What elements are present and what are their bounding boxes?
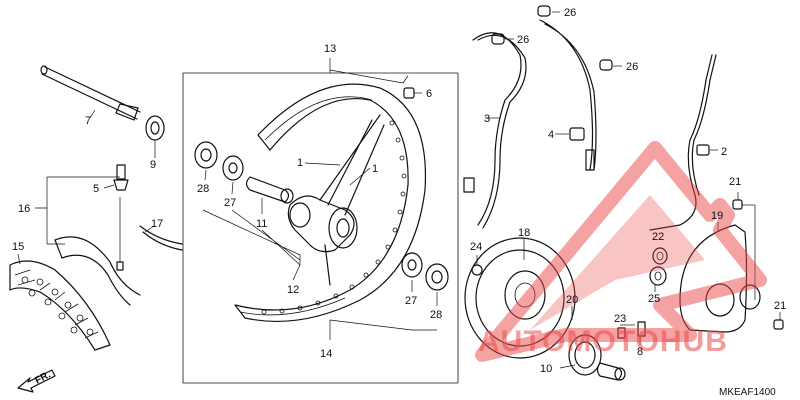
disc-bolt-part — [471, 255, 483, 276]
callout-9: 9 — [150, 159, 156, 171]
brake-line-right-part — [649, 54, 718, 231]
clip-26-a — [537, 5, 560, 17]
callout-26-b: 26 — [517, 34, 529, 46]
callout-27-right: 27 — [405, 295, 417, 307]
callout-25: 25 — [648, 293, 660, 305]
front-direction-arrow — [17, 369, 56, 393]
callout-4: 4 — [548, 129, 554, 141]
spokes-part — [304, 114, 385, 286]
callout-15: 15 — [12, 241, 24, 253]
diagram-code: MKEAF1400 — [719, 387, 776, 398]
valve-cap-part — [103, 164, 129, 191]
callout-10: 10 — [540, 363, 552, 375]
callout-3: 3 — [484, 113, 490, 125]
callout-21-bottom: 21 — [774, 300, 786, 312]
callout-17: 17 — [151, 218, 163, 230]
callout-21-top: 21 — [729, 176, 741, 188]
callout-labels: 13 6 7 9 1 1 28 27 11 16 5 17 15 12 14 2… — [12, 7, 786, 375]
callout-22: 22 — [652, 231, 664, 243]
distance-collar-part — [245, 176, 294, 214]
callout-18: 18 — [518, 227, 530, 239]
callout-20: 20 — [566, 294, 578, 306]
collar-22-part — [596, 362, 626, 381]
callout-13: 13 — [324, 43, 336, 55]
callout-5: 5 — [93, 183, 99, 195]
sensor-cable-part — [539, 19, 597, 171]
watermark: AUTOMOTOHUB — [475, 141, 767, 362]
tire-part — [9, 253, 111, 351]
callout-16: 16 — [18, 203, 30, 215]
collar-part — [145, 115, 165, 158]
callout-12: 12 — [287, 284, 299, 296]
spoke-nipple-part — [403, 87, 422, 99]
bracket-14 — [329, 319, 437, 331]
callout-2: 2 — [721, 146, 727, 158]
callout-24: 24 — [470, 241, 482, 253]
clip-26-b — [491, 33, 514, 45]
bearing-right-27 — [401, 252, 423, 292]
callout-1a: 1 — [297, 157, 303, 169]
bracket-13 — [329, 69, 409, 84]
callout-6: 6 — [426, 88, 432, 100]
callout-19: 19 — [711, 210, 723, 222]
callout-26-a: 26 — [564, 7, 576, 19]
hub-part — [287, 195, 358, 253]
callout-1b: 1 — [372, 163, 378, 175]
rim-part — [234, 83, 427, 340]
axle-part — [40, 65, 141, 121]
bracket-12 — [202, 209, 301, 281]
callout-23: 23 — [614, 313, 626, 325]
watermark-text: AUTOMOTOHUB — [478, 325, 728, 358]
callout-7: 7 — [85, 115, 91, 127]
watermark-logo-outer — [475, 141, 767, 362]
watermark-logo-inner — [530, 195, 705, 330]
callout-28-left: 28 — [197, 183, 209, 195]
callout-14: 14 — [320, 348, 332, 360]
bearing-right-28 — [425, 263, 449, 306]
rim-band-part — [139, 225, 183, 251]
callout-27-left: 27 — [224, 197, 236, 209]
clip-26-c — [599, 59, 622, 71]
wheel-assembly-frame — [182, 58, 459, 384]
seal-25-part — [649, 266, 667, 292]
bearing-left-28 — [194, 141, 218, 181]
bearing-left-27 — [222, 155, 244, 195]
bracket-16 — [35, 176, 124, 271]
brake-hose-part — [463, 32, 527, 229]
inner-tube-part — [54, 236, 141, 306]
bolt-21-bottom — [773, 312, 784, 330]
callout-11: 11 — [256, 218, 267, 230]
seal-22-part — [652, 247, 668, 265]
callout-26-c: 26 — [626, 61, 638, 73]
callout-8: 8 — [637, 346, 643, 358]
callout-28-right: 28 — [430, 309, 442, 321]
rim-spoke-holes — [261, 120, 407, 315]
